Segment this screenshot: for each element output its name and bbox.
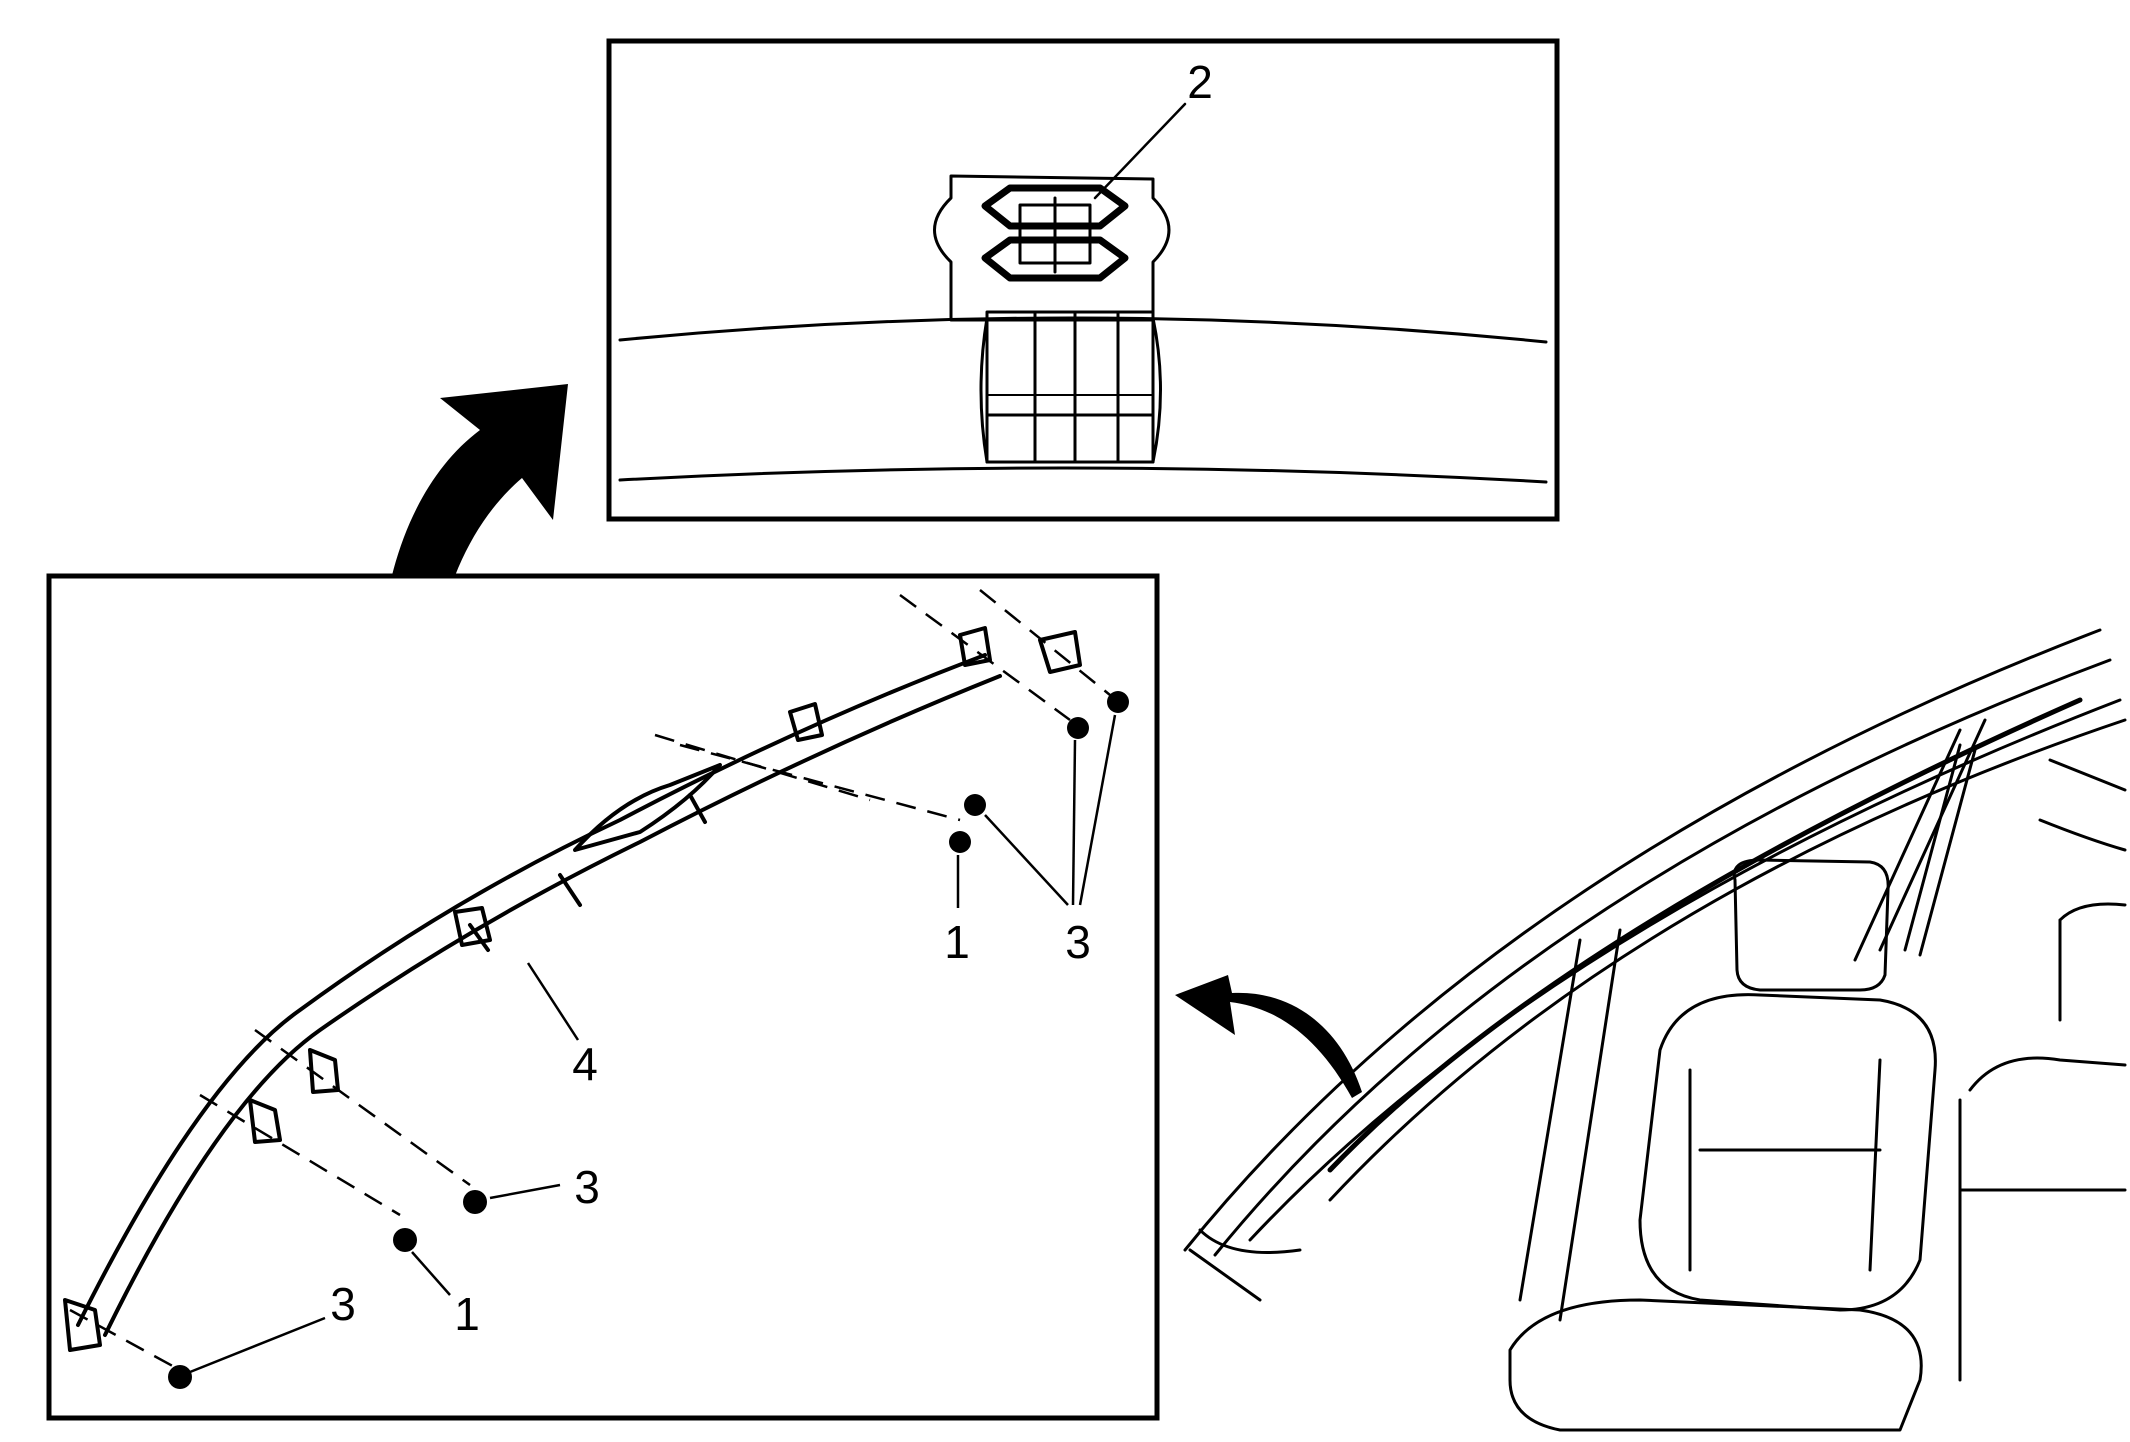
inset-strap bbox=[979, 310, 1162, 464]
callout-1-upper: 1 bbox=[944, 916, 970, 968]
inset-clip bbox=[981, 184, 1129, 282]
bolt-3-lower bbox=[168, 1365, 192, 1389]
roof-rail bbox=[1183, 628, 2102, 1252]
alignment-lines bbox=[69, 589, 1111, 1372]
leader-lines bbox=[189, 714, 1117, 1374]
front-seat bbox=[1508, 858, 1937, 1432]
clip-detail-inset: 2 bbox=[606, 38, 1560, 522]
bolt-1-upper bbox=[949, 831, 971, 853]
inset-rail-top-edge bbox=[618, 316, 1548, 344]
tube-bands bbox=[468, 793, 707, 952]
rear-seat bbox=[1958, 902, 2127, 1382]
callout-3-middle: 3 bbox=[574, 1161, 600, 1213]
inset-rail-bottom-edge bbox=[618, 466, 1548, 484]
airbag-detail-box: 1 3 4 3 1 3 bbox=[46, 573, 1160, 1421]
bolt-3-middle bbox=[463, 1190, 487, 1214]
callout-4: 4 bbox=[572, 1038, 598, 1090]
installed-airbag bbox=[1327, 697, 2083, 1173]
bolt-3-upper-c bbox=[1107, 691, 1129, 713]
seat-belt bbox=[1903, 743, 1977, 957]
inset-leader-2 bbox=[1093, 102, 1187, 200]
detail-frame bbox=[46, 573, 1160, 1421]
bolt-3-upper-a bbox=[964, 794, 986, 816]
callout-3-lower: 3 bbox=[330, 1278, 356, 1330]
bolt-1-lower bbox=[393, 1228, 417, 1252]
b-pillar bbox=[1518, 928, 1622, 1322]
callout-3-upper: 3 bbox=[1065, 916, 1091, 968]
vehicle-interior-view bbox=[1183, 628, 2127, 1432]
fasteners bbox=[168, 691, 1129, 1389]
bolt-3-upper-b bbox=[1067, 717, 1089, 739]
callout-1-lower: 1 bbox=[454, 1288, 480, 1340]
inset-callout-2: 2 bbox=[1187, 56, 1213, 108]
airbag-inflator bbox=[573, 763, 722, 852]
airbag-module bbox=[76, 653, 987, 1327]
locator-arrow bbox=[1175, 975, 1362, 1098]
